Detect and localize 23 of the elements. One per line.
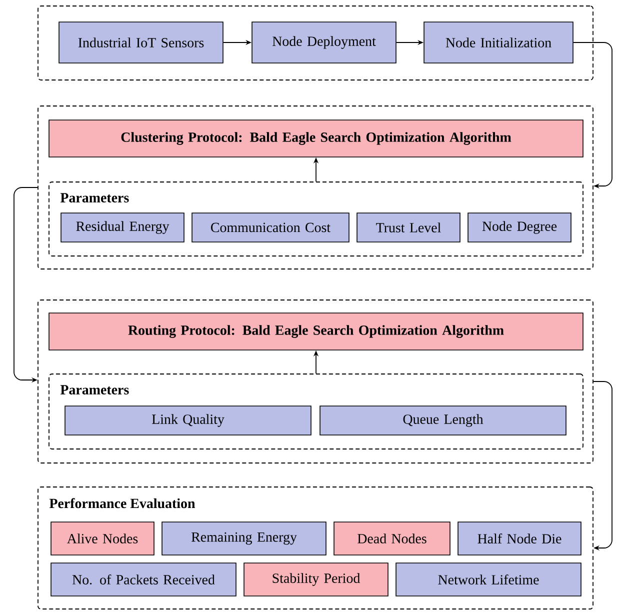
dashed-frame [38,106,594,270]
process-box: Industrial IoT Sensors [58,22,224,64]
algorithm-box: Clustering Protocol: Bald Eagle Search Optimization Algorithm [48,120,584,158]
arrow [593,381,612,551]
process-box: Node Initialization [424,22,574,64]
metric-box: Alive Nodes [50,522,154,556]
metric-box: Stability Period [244,562,388,596]
metric-box: Dead Nodes [334,522,450,556]
process-box: Queue Length [320,406,566,436]
process-box: Half Node Die [458,522,582,556]
process-box: Node Degree [468,212,572,242]
arrow [572,42,612,189]
dashed-frame [38,300,594,464]
process-box: Link Quality [64,406,312,436]
dashed-frame [38,6,594,80]
process-box: Network Lifetime [396,562,582,596]
process-box: Node Deployment [252,22,396,64]
process-box: No. of Packets Received [50,562,236,596]
process-box: Remaining Energy [162,522,326,556]
process-box: Trust Level [356,212,460,242]
algorithm-box: Routing Protocol: Bald Eagle Search Optimization Algorithm [48,312,584,350]
process-box: Residual Energy [60,212,184,242]
process-box: Communication Cost [192,212,350,242]
